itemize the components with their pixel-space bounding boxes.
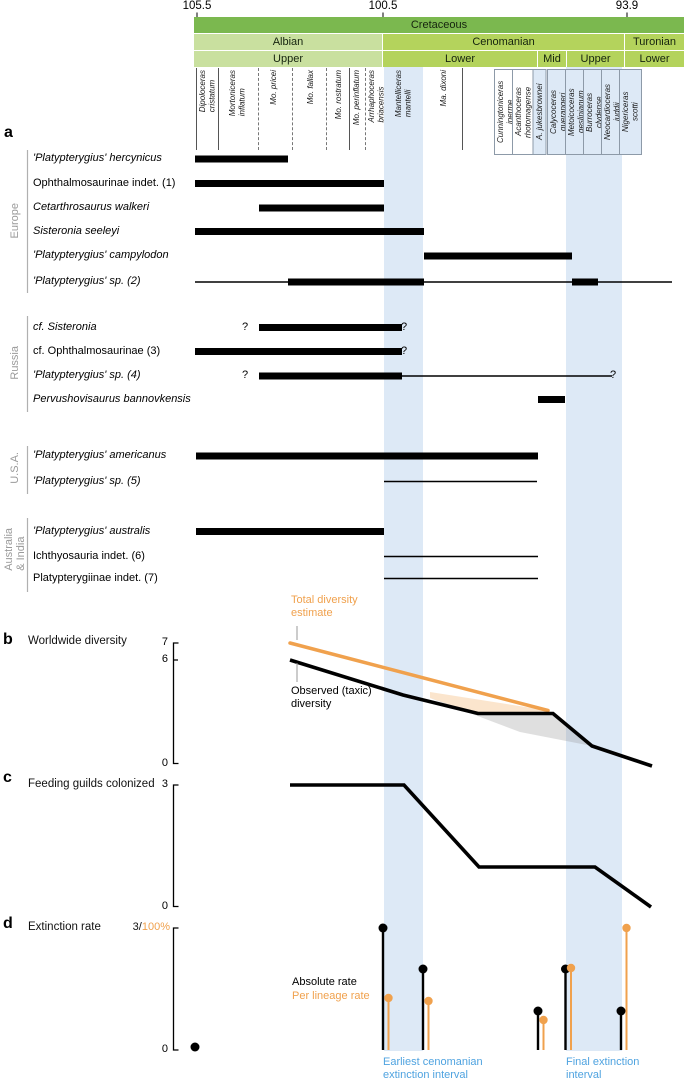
region-label-3: Australia & India [3,528,27,571]
zone-divider-dashed-2 [326,68,327,150]
zone-label-8: Ma. dixoni [439,70,449,107]
uncertainty-question-mark-1-2-0: ? [242,369,249,381]
zone-label-3: Mo. fallax [306,70,316,105]
zone-box-label-2: A. jukesbrownei [533,69,547,155]
taxon-label-3-1: Ichthyosauria indet. (6) [33,549,145,562]
panel_d-ytick-0: 0 [161,1043,168,1055]
panel_c-ytick-0: 3 [161,778,168,790]
zone-label-4: Mo. rostratum [334,70,344,120]
taxon-label-0-4: 'Platypterygius' campylodon [33,249,169,261]
taxon-label-2-0: 'Platypterygius' americanus [33,449,167,461]
total-diversity-annotation: Total diversity estimate [291,594,358,619]
panel-c-title: Feeding guilds colonized [28,778,155,790]
panel-d-title: Extinction rate [28,921,101,933]
zone-divider-solid-1 [218,68,219,150]
zone-box-label-7: Nigericeras scotti [618,69,642,155]
diversity-axis [172,642,179,765]
absolute-rate-dot-2 [533,1006,543,1016]
guilds-axis [172,784,179,908]
taxon-label-3-0: 'Platypterygius' australis [33,524,151,537]
panel-c-letter: c [3,769,12,786]
extinction-axis-percent-max: 100% [141,921,170,933]
uncertainty-question-mark-1-1-0: ? [401,344,408,357]
timescale-substage-4: Lower [625,51,685,67]
uncertainty-question-mark-1-2-1: ? [610,369,617,381]
zone-label-6: Arrhaphoceras briacensis [366,70,386,123]
timescale-stage-2: Turonian [625,34,685,50]
panel_b-ytick-1: 6 [161,653,168,665]
zone-divider-dashed-0 [258,68,259,150]
taxon-label-1-3: Pervushovisaurus bannovkensis [33,392,191,405]
zone-divider-solid-0 [196,68,197,150]
timescale-age-label-2: 93.9 [615,0,639,12]
panel_b-ytick-0: 7 [161,636,168,648]
per-lineage-rate-legend: Per lineage rate [292,990,370,1002]
absolute-rate-legend: Absolute rate [292,976,357,988]
zone-label-7: Mantelliceras mantelli [393,70,413,118]
taxon-label-1-1: cf. Ophthalmosaurinae (3) [33,344,161,357]
per-lineage-rate-dot-4 [622,923,631,933]
region-label-0: Europe [9,203,21,239]
uncertainty-question-mark-1-0-1: ? [401,320,408,333]
zone-box-label-1: Acanthoceras rhotomagense [511,69,535,155]
zone-divider-dashed-3 [365,68,366,150]
zone-divider-solid-3 [462,68,463,150]
timescale-substage-0: Upper [194,51,383,67]
taxon-label-0-1: Ophthalmosaurinae indet. (1) [33,176,176,189]
panel-a-letter: a [4,124,13,141]
extinction-axis-absolute-max: 3/ [132,921,142,933]
zero-rate-dot [190,1042,200,1052]
zone-label-0: Dipoloceras cristatum [197,70,217,113]
taxon-label-3-2: Platypterygiinae indet. (7) [33,571,158,584]
timescale-stage-1: Cenomanian [383,34,625,50]
timescale-age-label-1: 100.5 [368,0,398,12]
final-extinction-caption: Final extinction interval [566,1056,640,1081]
timescale-system-0: Cretaceous [194,17,685,33]
extinction-axis-top-label: 3/100% [120,921,170,933]
earliest-extinction-caption: Earliest cenomanian extinction interval [383,1056,483,1081]
panel-d-letter: d [3,915,13,932]
zone-label-5: Mo. perinflatum [352,70,362,126]
taxon-label-1-0: cf. Sisteronia [33,320,97,333]
region-label-1: Russia [9,346,21,380]
extinction-interval-band-1 [384,67,423,1051]
panel_b-ytick-2: 0 [161,756,168,769]
zone-label-1: Mortoniceras inflatum [227,70,247,117]
timescale-substage-3: Upper [567,51,625,67]
timescale-substage-2: Mid [538,51,567,67]
panel-b-letter: b [3,631,13,648]
observed-diversity-annotation: Observed (taxic) diversity [291,685,372,710]
panel-b-title: Worldwide diversity [28,635,127,647]
taxon-label-2-1: 'Platypterygius' sp. (5) [33,474,141,487]
zone-divider-solid-2 [349,68,350,150]
zone-label-2: Mo. pricei [269,70,279,105]
timescale-stage-0: Albian [194,34,383,50]
region-label-2: U.S.A. [9,452,21,484]
per-lineage-rate-dot-1 [424,996,433,1006]
timescale-age-label-0: 105.5 [182,0,212,12]
taxon-label-0-2: Cetarthrosaurus walkeri [33,201,150,213]
extinction-interval-band-2 [566,67,622,1051]
per-lineage-rate-dot-2 [539,1015,548,1025]
uncertainty-question-mark-1-0-0: ? [242,320,249,333]
zone-divider-dashed-1 [292,68,293,150]
taxon-label-1-2: 'Platypterygius' sp. (4) [33,369,141,381]
taxon-label-0-0: 'Platypterygius' hercynicus [33,152,162,164]
panel_c-ytick-1: 0 [161,899,168,912]
extinction-axis [172,927,179,1051]
taxon-label-0-3: Sisteronia seeleyi [33,224,120,237]
taxon-label-0-5: 'Platypterygius' sp. (2) [33,275,141,287]
timescale-substage-1: Lower [383,51,538,67]
